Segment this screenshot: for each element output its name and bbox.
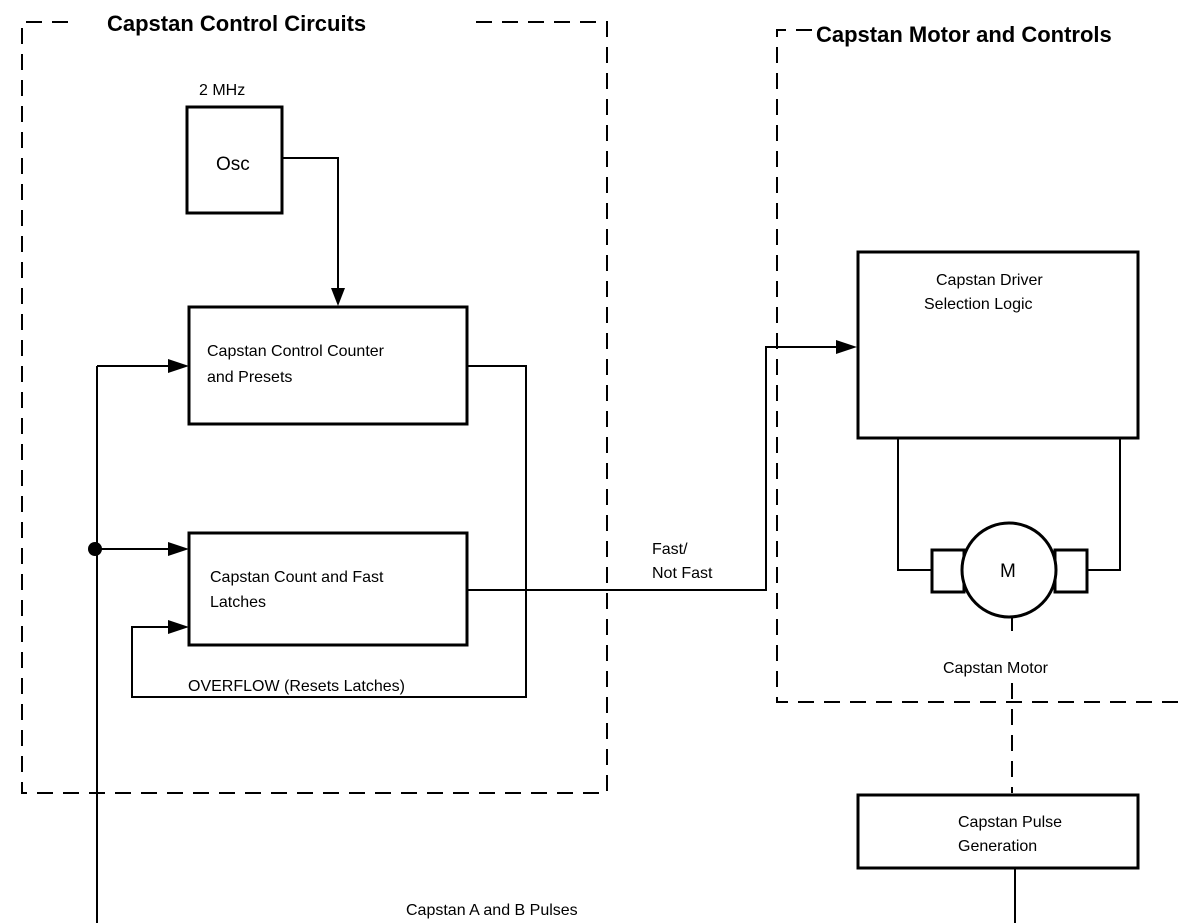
overflow-arrowhead	[168, 620, 189, 634]
osc-to-counter-arrowhead	[331, 288, 345, 306]
pulse-generation-block	[856, 793, 1140, 870]
pulse-bus-wire	[96, 365, 1016, 923]
count-fast-latches-block	[187, 531, 469, 647]
fast-not-fast-wire	[467, 346, 838, 591]
control-circuits-title: Capstan Control Circuits	[107, 11, 366, 36]
control-circuits-boundary	[21, 21, 608, 794]
control-counter-block	[187, 305, 469, 426]
osc-to-counter-wire	[282, 157, 339, 290]
motor-left-terminal	[930, 548, 966, 594]
count-fast-latches-label-line2: Latches	[210, 594, 266, 611]
osc-frequency-label: 2 MHz	[199, 82, 245, 99]
oscillator-label: Osc	[216, 154, 250, 175]
driver-selection-label-line2: Selection Logic	[924, 296, 1033, 313]
motor-controls-boundary	[776, 29, 1182, 703]
count-fast-latches-label-line1: Capstan Count and Fast	[210, 569, 384, 586]
driver-to-motor-wire	[897, 438, 1121, 571]
driver-selection-label-line1: Capstan Driver	[936, 272, 1043, 289]
pulse-to-latches-arrowhead	[168, 542, 189, 556]
fast-not-fast-label-line1: Fast/	[652, 541, 688, 558]
pulse-generation-label-line2: Generation	[958, 838, 1037, 855]
control-counter-label-line1: Capstan Control Counter	[207, 343, 385, 360]
pulse-to-counter-arrowhead	[168, 359, 189, 373]
motor-icon	[960, 521, 1058, 619]
overflow-label: OVERFLOW (Resets Latches)	[188, 678, 405, 695]
capstan-motor-label: Capstan Motor	[943, 660, 1049, 677]
driver-selection-logic-block	[856, 250, 1140, 440]
fast-not-fast-label-line2: Not Fast	[652, 565, 713, 582]
overflow-wire	[131, 365, 527, 698]
oscillator-block	[185, 105, 284, 215]
fast-not-fast-arrowhead	[836, 340, 857, 354]
pulse-generation-label-line1: Capstan Pulse	[958, 814, 1062, 831]
motor-controls-title: Capstan Motor and Controls	[816, 22, 1112, 47]
pulse-bus-junction-dot	[88, 542, 102, 556]
control-counter-label-line2: and Presets	[207, 369, 292, 386]
motor-symbol-label: M	[1000, 561, 1016, 582]
capstan-pulses-label: Capstan A and B Pulses	[406, 902, 578, 919]
motor-right-terminal	[1053, 548, 1089, 594]
